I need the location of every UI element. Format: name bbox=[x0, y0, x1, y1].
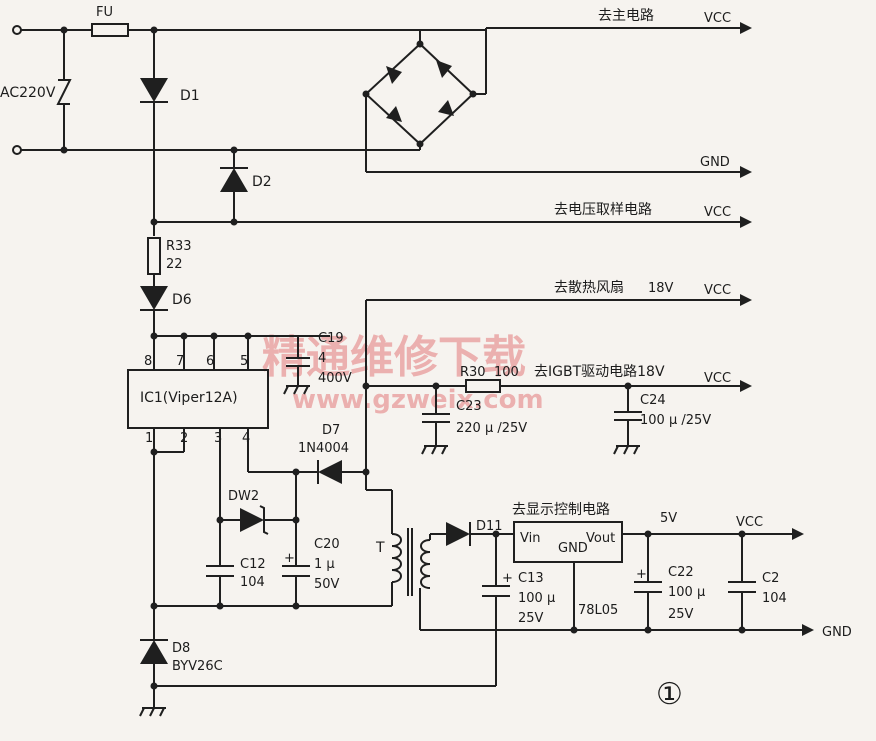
diode-d8 bbox=[139, 639, 496, 717]
ic-bottom-wiring bbox=[150, 428, 310, 640]
c2-label: C2 bbox=[762, 571, 779, 586]
d7-part: 1N4004 bbox=[298, 441, 349, 456]
svg-text:+: + bbox=[502, 571, 513, 586]
capacitor-c2 bbox=[728, 534, 756, 630]
reg-part: 78L05 bbox=[578, 603, 618, 618]
capacitor-c13: + bbox=[482, 534, 513, 686]
vcc4-label: VCC bbox=[704, 371, 731, 386]
to-voltage-label: 去电压取样电路 bbox=[554, 202, 652, 218]
c22-label: C22 bbox=[668, 565, 694, 580]
r33-value: 22 bbox=[166, 257, 183, 272]
c19-label: C19 bbox=[318, 331, 344, 346]
reg-vin: Vin bbox=[520, 531, 540, 546]
arrow-vcc1 bbox=[740, 22, 752, 34]
pin-8: 8 bbox=[144, 354, 152, 369]
v5-label: 5V bbox=[660, 511, 677, 526]
ic1-viper12a bbox=[127, 369, 269, 429]
vcc3-label: VCC bbox=[704, 283, 731, 298]
c13-label: C13 bbox=[518, 571, 544, 586]
c24-value: 100 μ /25V bbox=[640, 413, 711, 428]
pin-1: 1 bbox=[145, 431, 153, 446]
vcc2-label: VCC bbox=[704, 205, 731, 220]
pin-5: 5 bbox=[240, 354, 248, 369]
to-display-label: 去显示控制电路 bbox=[512, 502, 610, 518]
d7-label: D7 bbox=[322, 423, 340, 438]
gnd1-label: GND bbox=[700, 155, 730, 170]
c2-value: 104 bbox=[762, 591, 787, 606]
dw2-label: DW2 bbox=[228, 489, 259, 504]
zener-dw2 bbox=[216, 505, 300, 535]
reg-vout: Vout bbox=[586, 531, 615, 546]
c23-label: C23 bbox=[456, 399, 482, 414]
c13-value: 100 μ bbox=[518, 591, 555, 606]
resistor-r33 bbox=[147, 237, 161, 286]
ic1-label: IC1(Viper12A) bbox=[140, 390, 238, 406]
fuse bbox=[91, 23, 486, 37]
reg-gnd: GND bbox=[558, 541, 588, 556]
ic-top-bus bbox=[150, 332, 330, 370]
d6-label: D6 bbox=[172, 292, 192, 308]
capacitor-c20: + bbox=[282, 472, 310, 606]
c20-label: C20 bbox=[314, 537, 340, 552]
arrow-gnd1 bbox=[740, 166, 752, 178]
gnd2-label: GND bbox=[822, 625, 852, 640]
d2-label: D2 bbox=[252, 174, 272, 190]
c19-value: 4 bbox=[318, 351, 326, 366]
transformer-t bbox=[366, 489, 446, 630]
figure-marker: ① bbox=[656, 677, 683, 712]
c19-voltage: 400V bbox=[318, 371, 352, 386]
to-igbt-label: 去IGBT驱动电路18V bbox=[534, 364, 665, 380]
c20-voltage: 50V bbox=[314, 577, 340, 592]
arrow-vcc3 bbox=[740, 294, 752, 306]
arrow-vcc5 bbox=[792, 528, 804, 540]
arrow-gnd2 bbox=[802, 624, 814, 636]
r33-label: R33 bbox=[166, 239, 192, 254]
d1-label: D1 bbox=[180, 88, 200, 104]
c12-label: C12 bbox=[240, 557, 266, 572]
capacitor-c12 bbox=[206, 565, 234, 606]
pin-6: 6 bbox=[206, 354, 214, 369]
c23-value: 220 μ /25V bbox=[456, 421, 527, 436]
c12-value: 104 bbox=[240, 575, 265, 590]
pin-7: 7 bbox=[176, 354, 184, 369]
pin-4: 4 bbox=[242, 431, 250, 446]
fuse-label: FU bbox=[96, 5, 113, 20]
r30-label: R30 bbox=[460, 365, 486, 380]
d8-part: BYV26C bbox=[172, 659, 223, 674]
svg-text:+: + bbox=[284, 551, 295, 566]
diode-d2 bbox=[220, 146, 248, 226]
c22-value: 100 μ bbox=[668, 585, 705, 600]
vcc5-label: VCC bbox=[736, 515, 763, 530]
regulator-78l05 bbox=[513, 521, 623, 563]
d11-label: D11 bbox=[476, 519, 503, 534]
to-fan-label: 去散热风扇 bbox=[554, 280, 624, 296]
ac-input bbox=[12, 25, 420, 155]
c13-voltage: 25V bbox=[518, 611, 544, 626]
fan-voltage: 18V bbox=[648, 281, 674, 296]
svg-text:+: + bbox=[636, 567, 647, 582]
r30-value: 100 bbox=[494, 365, 519, 380]
pin-3: 3 bbox=[214, 431, 222, 446]
capacitor-c24 bbox=[613, 386, 642, 455]
arrow-vcc2 bbox=[740, 216, 752, 228]
watermark-url: www.gzweix.com bbox=[292, 385, 544, 415]
ac-label: AC220V bbox=[0, 85, 56, 101]
diode-d7 bbox=[310, 460, 370, 484]
bridge-rectifier bbox=[362, 27, 740, 173]
c20-value: 1 μ bbox=[314, 557, 335, 572]
capacitor-c19 bbox=[283, 336, 310, 395]
diode-d11 bbox=[446, 522, 514, 546]
arrow-vcc4 bbox=[740, 380, 752, 392]
capacitor-c22: + bbox=[634, 534, 662, 630]
capacitor-c23 bbox=[421, 386, 450, 455]
d8-label: D8 bbox=[172, 641, 190, 656]
to-main-label: 去主电路 bbox=[598, 8, 654, 24]
vcc1-label: VCC bbox=[704, 11, 731, 26]
c24-label: C24 bbox=[640, 393, 666, 408]
t-label: T bbox=[375, 540, 385, 556]
diode-d1 bbox=[140, 26, 168, 236]
c22-voltage: 25V bbox=[668, 607, 694, 622]
